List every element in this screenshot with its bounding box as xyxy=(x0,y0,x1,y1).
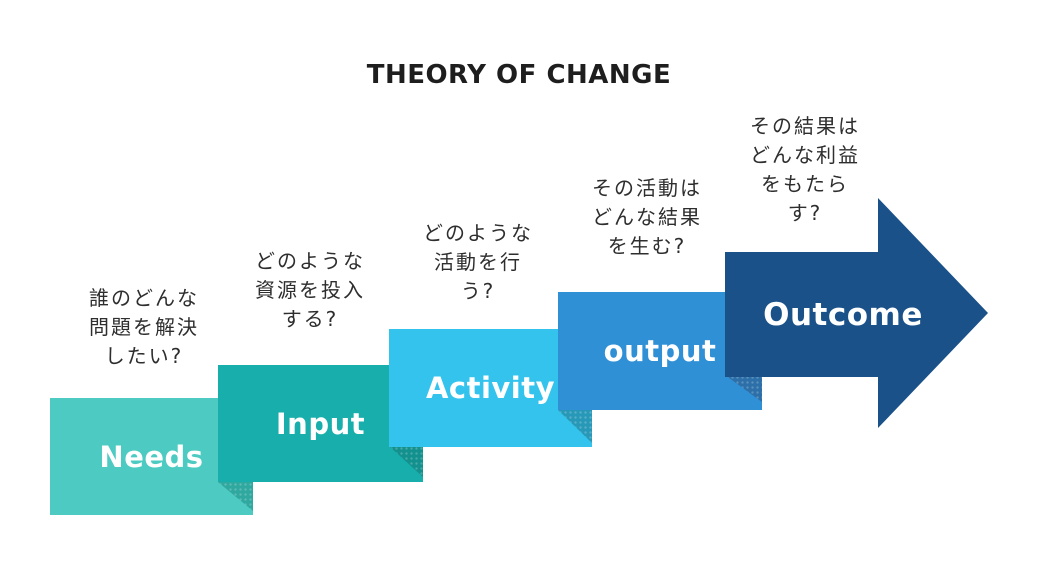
question-activity: どのような 活動を行 う? xyxy=(423,221,533,303)
block-input: Input xyxy=(218,365,423,482)
label-output: output xyxy=(603,334,717,368)
label-activity: Activity xyxy=(425,371,556,405)
block-outcome-arrow: Outcome xyxy=(725,198,988,428)
label-needs: Needs xyxy=(99,439,204,474)
question-outcome: その結果は どんな利益 をもたら す? xyxy=(750,114,860,225)
question-needs: 誰のどんな 問題を解決 したい? xyxy=(89,286,199,368)
label-outcome: Outcome xyxy=(763,297,923,333)
question-input: どのような 資源を投入 する? xyxy=(255,249,365,331)
question-output: その活動は どんな結果 を生む? xyxy=(592,176,702,258)
diagram-title: THEORY OF CHANGE xyxy=(366,60,672,90)
label-input: Input xyxy=(275,406,366,441)
